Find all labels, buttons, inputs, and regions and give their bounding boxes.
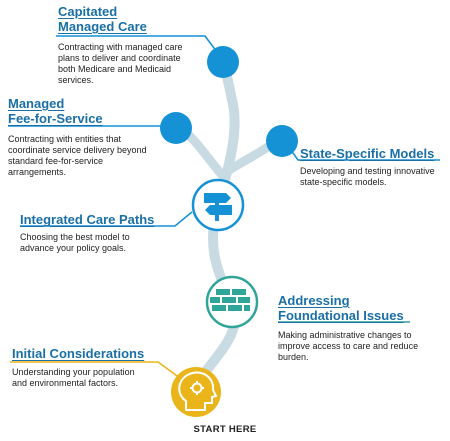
- connector-initial: [10, 361, 181, 379]
- node-ffs-dot: [160, 112, 192, 144]
- head-gear-icon: [171, 367, 221, 417]
- node-initial-description: Understanding your population and enviro…: [12, 367, 135, 388]
- connector-lines: [8, 35, 440, 379]
- node-foundational: Addressing Foundational Issues Making ad…: [278, 293, 428, 363]
- node-capitated-title[interactable]: Capitated Managed Care: [58, 4, 147, 34]
- node-capitated-dot: [207, 46, 239, 78]
- signpost-icon: [191, 178, 245, 232]
- start-here-label: START HERE: [193, 424, 257, 435]
- node-initial: Initial Considerations Understanding you…: [12, 346, 162, 389]
- node-state-specific: State-Specific Models Developing and tes…: [300, 146, 445, 188]
- node-state-specific-title[interactable]: State-Specific Models: [300, 146, 435, 161]
- node-state-specific-description: Developing and testing innovative state-…: [300, 166, 435, 187]
- brick-wall-icon: [205, 275, 259, 329]
- node-foundational-description: Making administrative changes to improve…: [278, 330, 419, 362]
- node-foundational-title[interactable]: Addressing Foundational Issues: [278, 293, 404, 323]
- node-ffs: Managed Fee-for-Service Contracting with…: [8, 96, 158, 178]
- node-ffs-title[interactable]: Managed Fee-for-Service: [8, 96, 103, 126]
- node-ffs-description: Contracting with entities that coordinat…: [8, 134, 147, 177]
- node-capitated: Capitated Managed Care Contracting with …: [58, 4, 198, 86]
- connector-integrated: [20, 211, 193, 227]
- node-integrated-description: Choosing the best model to advance your …: [20, 232, 130, 253]
- node-integrated-title[interactable]: Integrated Care Paths: [20, 212, 155, 227]
- node-integrated: Integrated Care Paths Choosing the best …: [20, 212, 180, 254]
- node-capitated-description: Contracting with managed care plans to d…: [58, 42, 183, 85]
- node-initial-title[interactable]: Initial Considerations: [12, 346, 145, 361]
- node-state-dot: [266, 125, 298, 157]
